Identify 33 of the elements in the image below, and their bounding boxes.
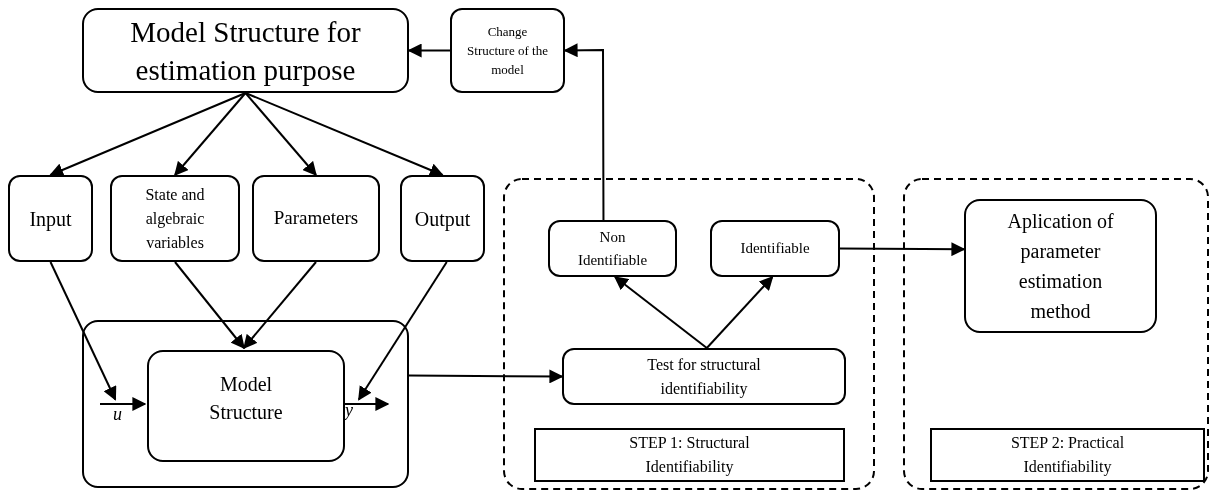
process-box: Input [8, 175, 93, 262]
process-box: Non Identifiable [548, 220, 677, 277]
process-box: Model Structure [147, 350, 345, 462]
process-box: Parameters [252, 175, 380, 262]
process-box: Output [400, 175, 485, 262]
step-label-box: STEP 2: Practical Identifiability [930, 428, 1205, 482]
process-box: Model Structure for estimation purpose [82, 8, 409, 93]
arrow [99, 397, 147, 411]
arrow [357, 261, 448, 401]
process-box: Identifiable [710, 220, 840, 277]
process-box: Aplication of parameter estimation method [964, 199, 1157, 333]
step-label-box: STEP 1: Structural Identifiability [534, 428, 845, 482]
arrow [174, 92, 247, 177]
signal-label: u [113, 404, 122, 424]
container-box [82, 320, 409, 488]
dashed-group [503, 178, 875, 490]
arrow [613, 276, 708, 349]
arrow [244, 92, 444, 177]
arrow [705, 275, 774, 349]
arrow [49, 92, 247, 177]
arrow [174, 261, 245, 350]
dashed-group [903, 178, 1209, 490]
arrow [563, 43, 605, 221]
arrow [244, 92, 317, 177]
signal-label: y [345, 400, 353, 420]
process-box: Test for structural identifiability [562, 348, 846, 405]
arrow [243, 261, 317, 350]
process-box: Change Structure of the model [450, 8, 565, 93]
process-box: State and algebraic variables [110, 175, 240, 262]
arrow [407, 43, 451, 58]
arrow [49, 261, 117, 401]
arrow [408, 369, 564, 384]
arrow [839, 242, 966, 257]
